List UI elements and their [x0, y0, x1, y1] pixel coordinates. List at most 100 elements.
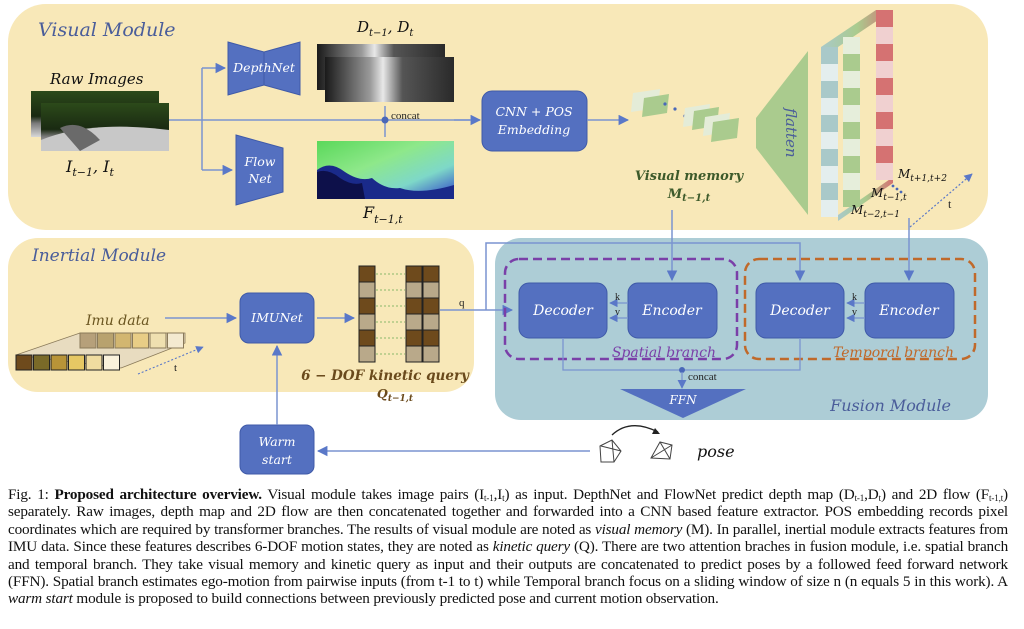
ffn-block: FFN — [620, 389, 746, 418]
spatial-k-label: k — [615, 292, 620, 303]
kinetic-query-cell — [405, 329, 423, 347]
memory-cell — [843, 173, 860, 190]
memory-cell — [843, 190, 860, 207]
warm-start-label-1: Warm — [258, 434, 295, 449]
memory-cell — [876, 61, 893, 78]
imu-cell-back — [167, 332, 184, 349]
memory-cell — [821, 200, 838, 217]
memory-cell — [821, 132, 838, 149]
depthnet-block: DepthNet — [227, 41, 301, 96]
flownet-block: Flow Net — [235, 134, 284, 206]
flow-map-math: Ft−1,t — [362, 203, 403, 226]
visual-module: Visual Module Raw Images It−1, It DepthN… — [8, 4, 988, 230]
kinetic-query-cell — [422, 297, 440, 315]
cnn-pos-embedding-block: CNN + POS Embedding — [481, 90, 588, 152]
fusion-concat-label: concat — [688, 371, 717, 383]
warm-start-block: Warm start — [239, 424, 315, 475]
memory-cell — [876, 95, 893, 112]
spatial-encoder-label: Encoder — [641, 303, 703, 319]
kinetic-query-cell — [405, 345, 423, 363]
ffn-label: FFN — [668, 393, 697, 407]
spatial-branch-label: Spatial branch — [612, 345, 716, 361]
memory-cell — [821, 149, 838, 166]
temporal-encoder-block: Encoder — [864, 282, 955, 339]
kinetic-query-cell — [358, 297, 376, 315]
fusion-module-background — [495, 238, 988, 420]
spatial-v-label: v — [615, 307, 620, 318]
memory-cell — [821, 166, 838, 183]
inertial-module-title: Inertial Module — [31, 246, 166, 266]
memory-cell — [843, 105, 860, 122]
imunet-label: IMUNet — [250, 310, 304, 325]
depth-map-thumbnail — [317, 44, 454, 102]
flatten-label: flatten — [782, 107, 800, 158]
imu-cell-front — [15, 354, 33, 371]
memory-cell — [843, 122, 860, 139]
kinetic-query-cell — [358, 345, 376, 363]
q-label: q — [459, 297, 465, 309]
memory-cell — [843, 139, 860, 156]
kinetic-query-cell — [358, 265, 376, 283]
imu-data-label: Imu data — [85, 313, 150, 329]
memory-cell — [876, 44, 893, 61]
memory-cell — [843, 37, 860, 54]
kinetic-query-cell — [422, 281, 440, 299]
temporal-branch-label: Temporal branch — [833, 345, 954, 361]
imu-cell-back — [79, 332, 97, 349]
architecture-diagram: Visual Module Raw Images It−1, It DepthN… — [8, 4, 988, 475]
memory-column-red — [876, 10, 893, 180]
spatial-encoder-block: Encoder — [627, 282, 718, 339]
fusion-concat-junction — [679, 367, 685, 373]
kinetic-query-cell — [422, 313, 440, 331]
kinetic-query-cell — [422, 265, 440, 283]
kinetic-query-cell — [405, 297, 423, 315]
flatten-block: flatten — [756, 51, 808, 215]
kinetic-query-cell — [358, 313, 376, 331]
memory-cell — [843, 54, 860, 71]
memory-cell — [821, 183, 838, 200]
memory-cell — [876, 27, 893, 44]
temporal-encoder-label: Encoder — [878, 303, 940, 319]
kinetic-query-label: 6 − DOF kinetic query — [301, 368, 470, 384]
raw-images-label: Raw Images — [49, 70, 144, 88]
memory-label-current: Mt−1,t — [870, 186, 907, 203]
imu-cell-front — [103, 354, 120, 371]
memory-column-teal — [821, 47, 838, 217]
kinetic-query-cell — [358, 281, 376, 299]
memory-cell — [876, 129, 893, 146]
flownet-label-1: Flow — [244, 154, 276, 169]
visual-memory-label: Visual memory — [635, 169, 745, 184]
visual-concat-label: concat — [391, 110, 420, 122]
memory-label-previous: Mt−2,t−1 — [850, 203, 900, 220]
inertial-module: Inertial Module Imu data t IMUNet 6 − DO… — [8, 238, 474, 404]
imu-cell-back — [149, 332, 167, 349]
memory-cell — [843, 88, 860, 105]
imu-data-tensor — [15, 332, 186, 371]
kinetic-query-tensor — [358, 265, 440, 363]
spatial-decoder-block: Decoder — [518, 282, 608, 339]
kinetic-query-cell — [405, 313, 423, 331]
time-axis-arrow — [909, 173, 973, 228]
pose-icon — [599, 425, 673, 463]
visual-module-title: Visual Module — [38, 19, 176, 41]
depth-map-math: Dt−1, Dt — [356, 18, 414, 39]
temporal-v-label: v — [852, 307, 857, 318]
temporal-decoder-label: Decoder — [769, 303, 831, 319]
kinetic-query-cell — [405, 281, 423, 299]
time-axis-label: t — [948, 197, 952, 211]
spatial-branch-border — [503, 257, 739, 361]
depthnet-label: DepthNet — [232, 60, 296, 75]
imu-cell-back — [97, 332, 114, 349]
memory-cell — [876, 10, 893, 27]
spatial-decoder-label: Decoder — [532, 303, 594, 319]
memory-cell — [821, 115, 838, 132]
imunet-block: IMUNet — [239, 292, 315, 344]
memory-stack — [821, 10, 893, 221]
cnn-label-2: Embedding — [497, 122, 570, 137]
raw-images-thumbnail — [31, 91, 169, 151]
imu-cell-front — [50, 354, 68, 371]
fusion-module: Spatial branch Decoder Encoder k v Tempo… — [440, 210, 988, 420]
imu-cell-front — [33, 354, 50, 371]
kinetic-query-cell — [358, 329, 376, 347]
memory-cell — [876, 112, 893, 129]
